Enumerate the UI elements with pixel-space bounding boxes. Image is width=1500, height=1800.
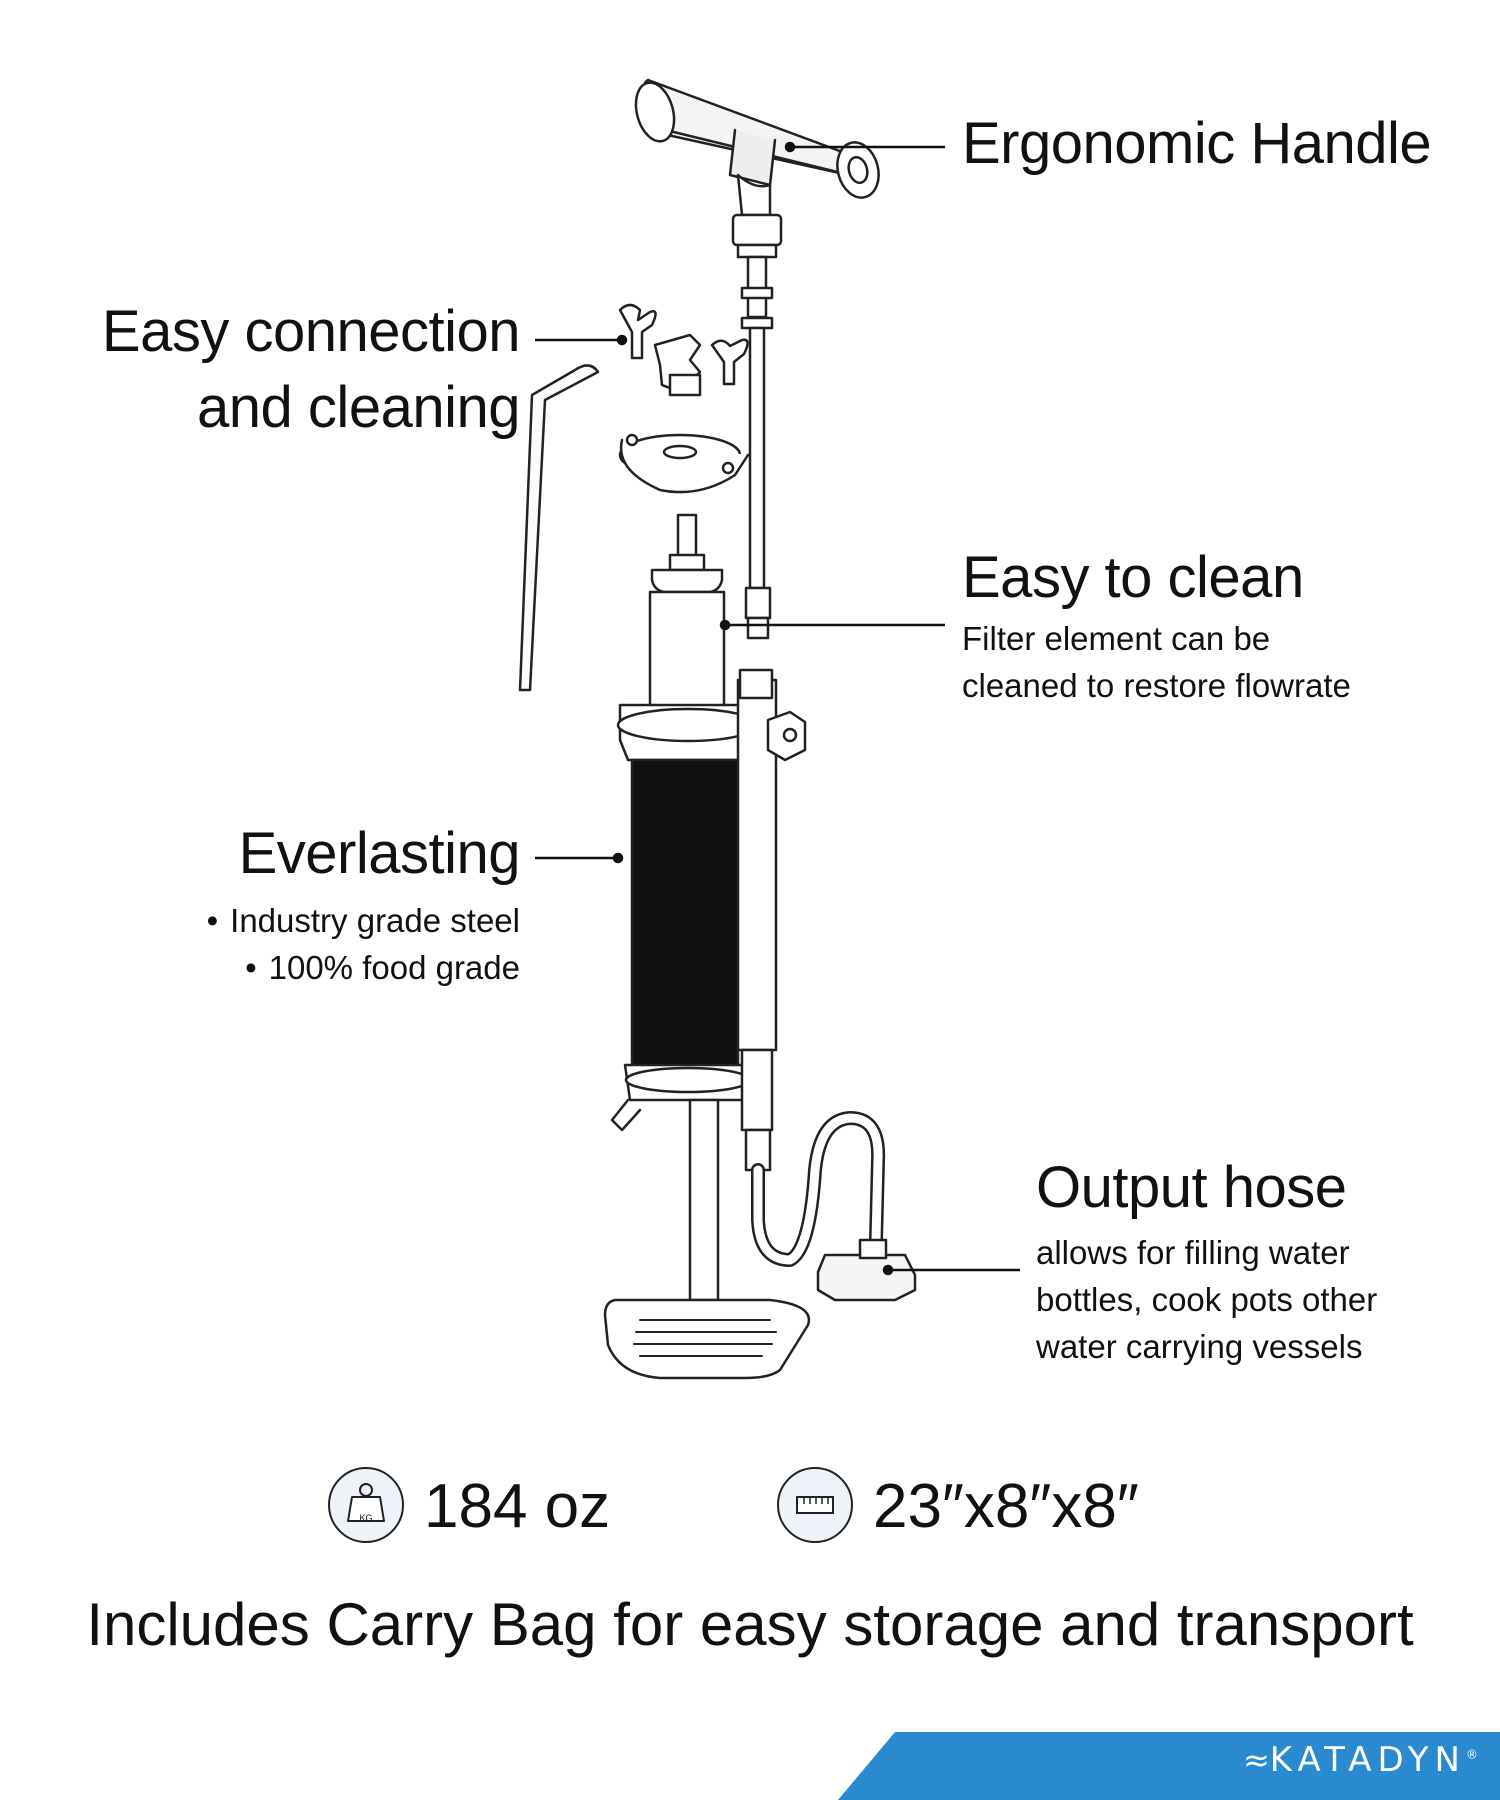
filter-cartridge bbox=[648, 513, 726, 722]
callout-connection-line2: and cleaning bbox=[197, 374, 520, 440]
callout-hose-desc-3: water carrying vessels bbox=[1036, 1327, 1363, 1365]
handle-part bbox=[634, 78, 880, 640]
dimensions-value: 23″x8″x8″ bbox=[873, 1472, 1139, 1541]
connection-parts bbox=[518, 303, 749, 692]
weight-icon-label: KG bbox=[359, 1513, 373, 1523]
weight-value: 184 oz bbox=[424, 1472, 611, 1541]
callout-easy-connection: Easy connection and cleaning bbox=[101, 299, 521, 440]
waves-icon: ≈ bbox=[1242, 1741, 1270, 1779]
callout-everlasting: Everlasting Industry grade steel 100% fo… bbox=[207, 822, 520, 992]
callout-everlasting-title: Everlasting bbox=[238, 821, 521, 886]
pump-body bbox=[603, 668, 917, 1380]
callout-hose-title: Output hose bbox=[1036, 1155, 1347, 1220]
everlasting-bullet: Industry grade steel bbox=[207, 898, 520, 945]
callout-hose-desc-1: allows for filling water bbox=[1036, 1233, 1350, 1271]
callout-clean-title: Easy to clean bbox=[962, 545, 1304, 610]
callout-easy-to-clean: Easy to clean Filter element can be clea… bbox=[962, 546, 1351, 710]
katadyn-logo: ≈KATADYN® bbox=[1243, 1740, 1478, 1780]
weight-kg-icon: KG bbox=[328, 1467, 404, 1543]
callout-handle-title: Ergonomic Handle bbox=[962, 111, 1432, 176]
everlasting-bullet: 100% food grade bbox=[207, 945, 520, 992]
everlasting-bullet-list: Industry grade steel 100% food grade bbox=[207, 898, 520, 992]
callout-output-hose: Output hose allows for filling water bot… bbox=[1036, 1156, 1377, 1370]
tagline: Includes Carry Bag for easy storage and … bbox=[86, 1591, 1414, 1658]
brand-name: KATADYN bbox=[1269, 1740, 1466, 1780]
callout-ergonomic-handle: Ergonomic Handle bbox=[962, 111, 1432, 176]
callout-clean-desc-1: Filter element can be bbox=[962, 619, 1271, 657]
lid-part bbox=[618, 433, 750, 494]
ruler-icon bbox=[777, 1467, 853, 1543]
callout-connection-line1: Easy connection bbox=[101, 299, 521, 364]
callout-clean-desc-2: cleaned to restore flowrate bbox=[962, 666, 1351, 704]
registered-mark: ® bbox=[1466, 1747, 1478, 1762]
callout-hose-desc-2: bottles, cook pots other bbox=[1036, 1280, 1378, 1318]
